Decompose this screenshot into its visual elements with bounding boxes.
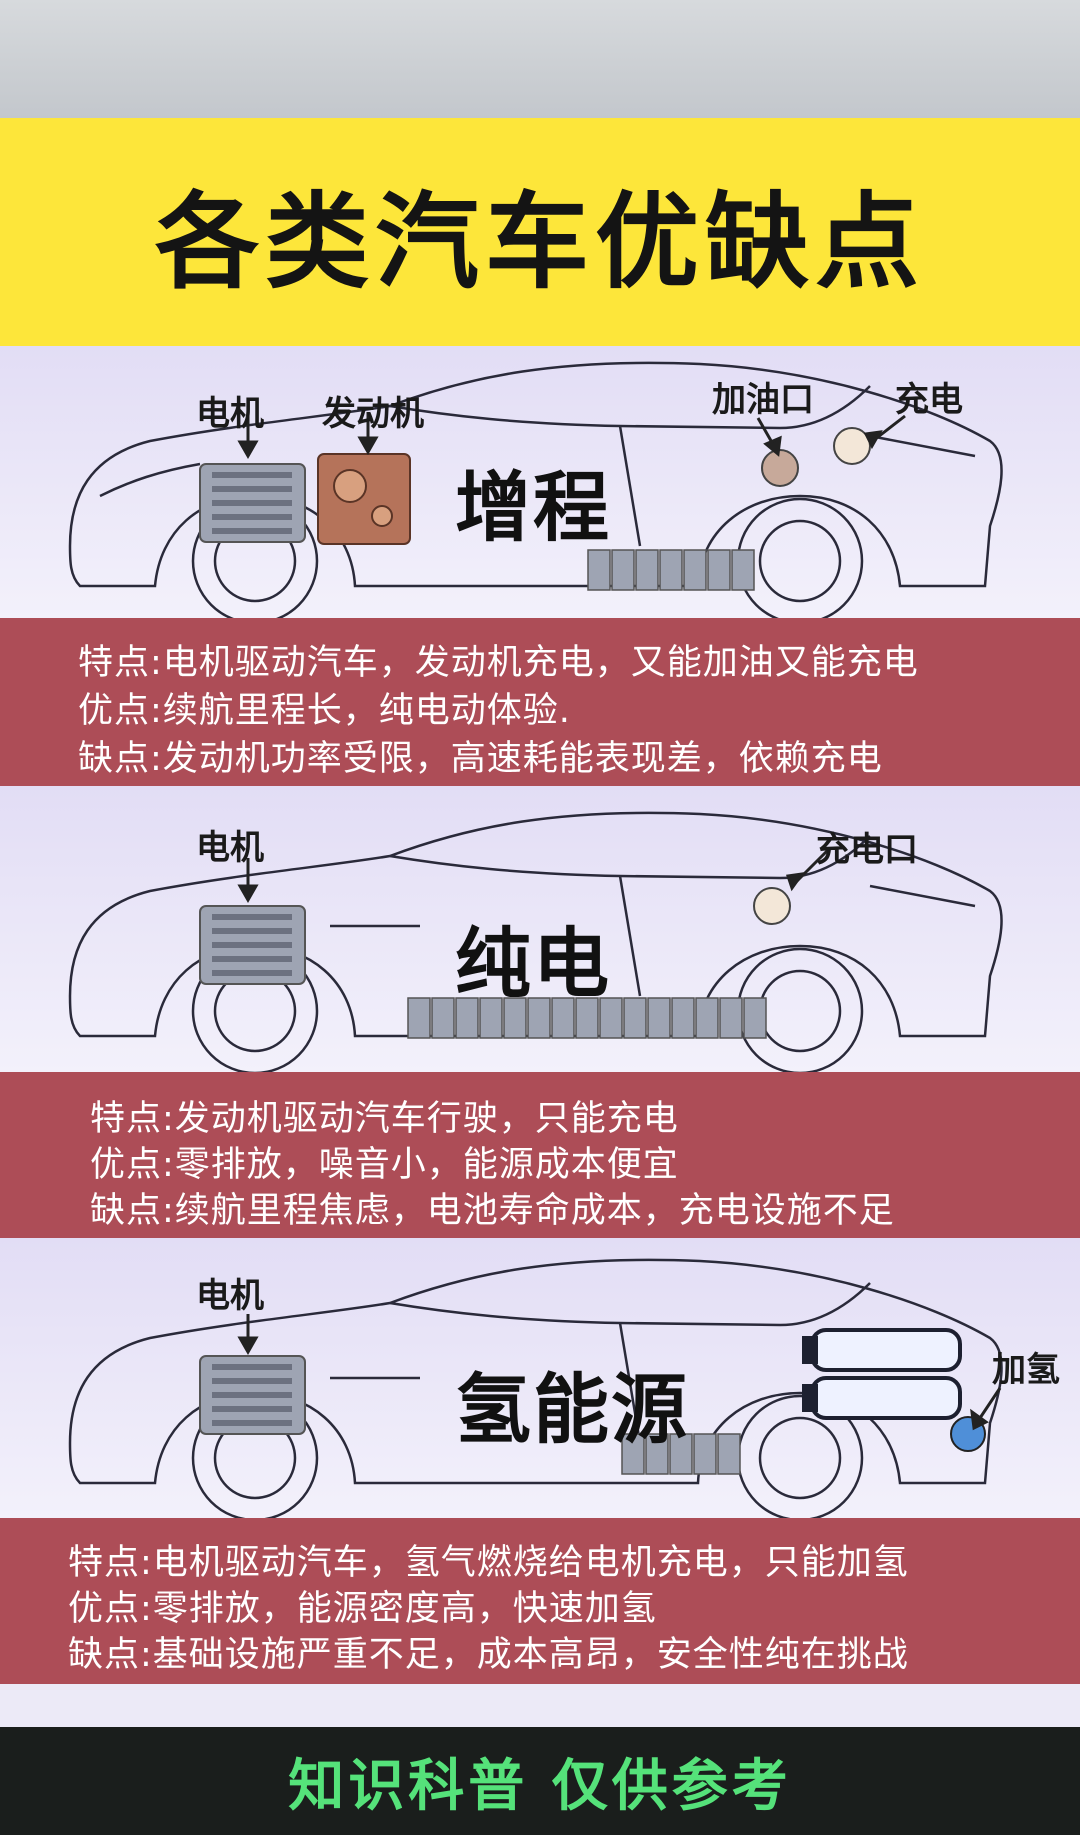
info-panel: 特点:发动机驱动汽车行驶，只能充电 优点:零排放，噪音小，能源成本便宜 缺点:续… xyxy=(0,1072,1080,1238)
car-illustration-electric: 电机 充电口 纯电 xyxy=(0,786,1080,1072)
motor-label: 电机 xyxy=(196,828,264,868)
pros-text: 优点:续航里程长，纯电动体验. xyxy=(78,691,571,731)
pros-text: 优点:零排放，噪音小，能源成本便宜 xyxy=(90,1145,679,1185)
top-strip xyxy=(0,0,1080,118)
motor-label: 电机 xyxy=(196,394,264,434)
fuel-port-label: 加油口 xyxy=(712,380,814,420)
feature-text: 特点:电机驱动汽车，氢气燃烧给电机充电，只能加氢 xyxy=(68,1543,909,1583)
car-outline-icon xyxy=(68,811,1003,1072)
car-type-label: 氢能源 xyxy=(455,1365,689,1454)
hydrogen-label: 加氢 xyxy=(992,1350,1060,1390)
battery-pack-icon xyxy=(621,1433,741,1475)
info-panel: 特点:电机驱动汽车，氢气燃烧给电机充电，只能加氢 优点:零排放，能源密度高，快速… xyxy=(0,1518,1080,1684)
charge-port-icon xyxy=(833,427,871,465)
feature-text: 特点:电机驱动汽车，发动机充电，又能加油又能充电 xyxy=(78,643,919,683)
car-illustration-hydrogen: 电机 加氢 氢能源 xyxy=(0,1238,1080,1518)
motor-icon xyxy=(199,1355,306,1435)
engine-icon xyxy=(317,453,411,545)
feature-text: 特点:发动机驱动汽车行驶，只能充电 xyxy=(90,1099,679,1139)
car-type-label: 纯电 xyxy=(455,919,611,1008)
car-outline-icon xyxy=(68,361,1003,618)
page-title: 各类汽车优缺点 xyxy=(154,180,925,303)
motor-label: 电机 xyxy=(196,1276,264,1316)
title-banner: 各类汽车优缺点 xyxy=(0,118,1080,346)
motor-icon xyxy=(199,463,306,543)
motor-icon xyxy=(199,905,306,985)
car-type-label: 增程 xyxy=(455,463,611,552)
car-outline-icon xyxy=(68,1258,1003,1518)
footer-text: 知识科普 仅供参考 xyxy=(288,1753,792,1819)
cons-text: 缺点:基础设施严重不足，成本高昂，安全性纯在挑战 xyxy=(68,1635,909,1675)
hydrogen-tank-icon xyxy=(802,1328,962,1420)
charge-label: 充电 xyxy=(895,380,963,420)
charge-port-label: 充电口 xyxy=(816,830,918,870)
fuel-port-icon xyxy=(761,449,799,487)
cons-text: 缺点:续航里程焦虑，电池寿命成本，充电设施不足 xyxy=(90,1191,895,1231)
info-panel: 特点:电机驱动汽车，发动机充电，又能加油又能充电 优点:续航里程长，纯电动体验.… xyxy=(0,618,1080,786)
battery-pack-icon xyxy=(587,549,755,591)
cons-text: 缺点:发动机功率受限，高速耗能表现差，依赖充电 xyxy=(78,739,883,779)
charge-port-icon xyxy=(753,887,791,925)
battery-pack-icon xyxy=(407,997,767,1039)
pros-text: 优点:零排放，能源密度高，快速加氢 xyxy=(68,1589,657,1629)
engine-label: 发动机 xyxy=(322,394,424,434)
car-illustration-range-extender: 电机 发动机 加油口 充电 增程 xyxy=(0,346,1080,618)
footer-bar: 知识科普 仅供参考 xyxy=(0,1727,1080,1835)
